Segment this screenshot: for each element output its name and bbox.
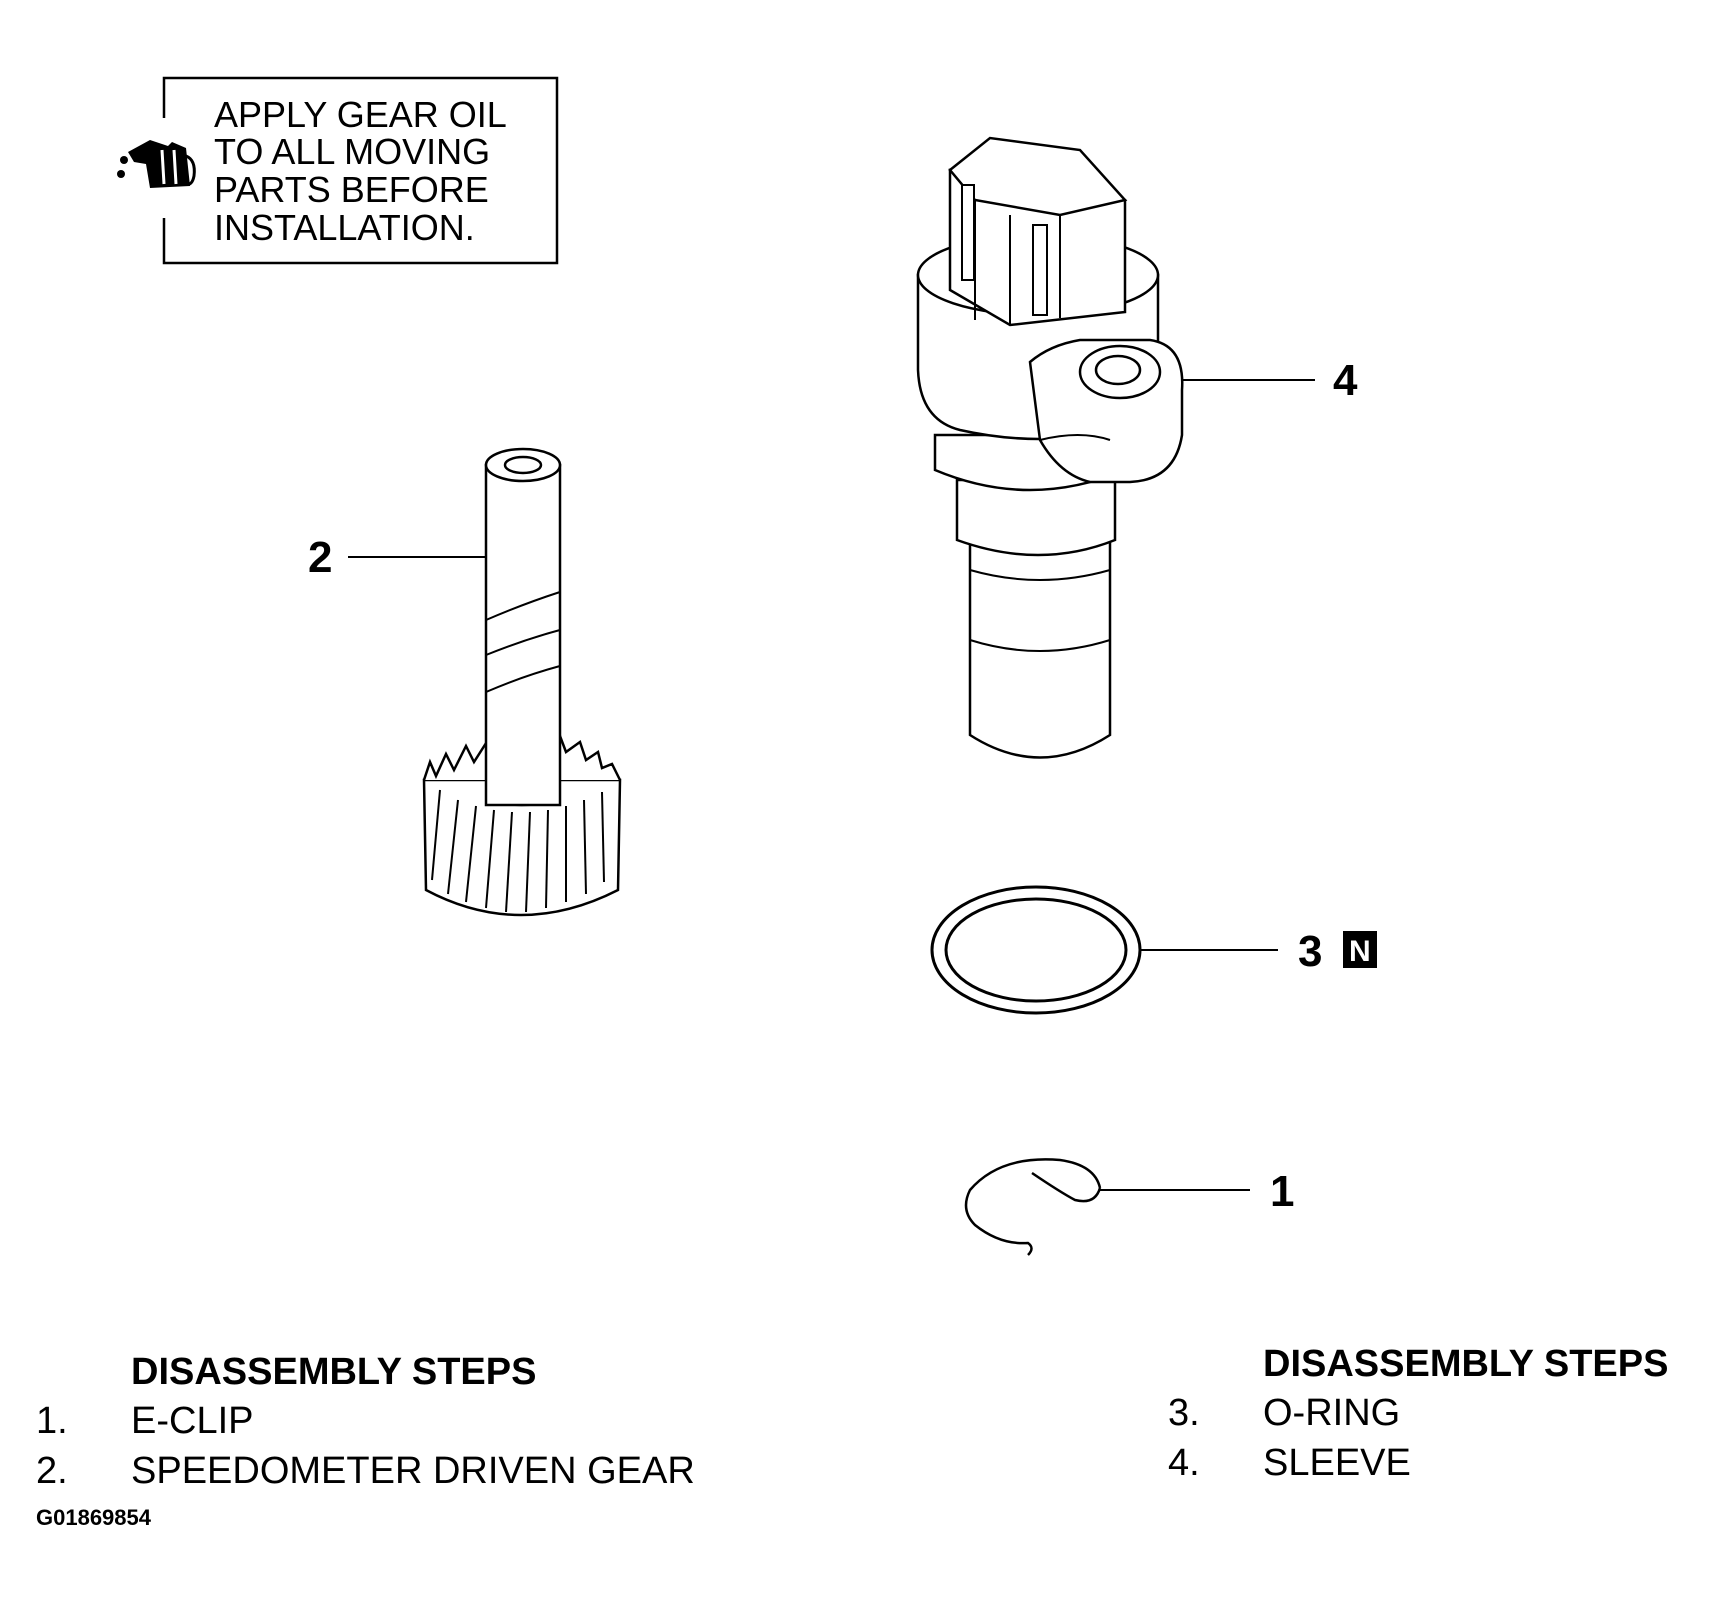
step-label: SPEEDOMETER DRIVEN GEAR [131, 1450, 695, 1492]
step-label: O-RING [1263, 1392, 1401, 1434]
speedometer-driven-gear-drawing [422, 447, 622, 917]
step-number: 2. [36, 1450, 68, 1492]
figure-id: G01869854 [36, 1505, 151, 1530]
new-part-badge-label: N [1349, 935, 1371, 968]
step-item: 4. SLEEVE [1168, 1438, 1668, 1488]
note-line-4: INSTALLATION. [214, 207, 475, 248]
note-box-frame [162, 76, 559, 265]
step-item: 3. O-RING [1168, 1388, 1668, 1438]
oil-can-icon [117, 140, 196, 188]
note-line-1: APPLY GEAR OIL [214, 94, 507, 135]
steps-heading: DISASSEMBLY STEPS [131, 1351, 537, 1393]
step-number: 1. [36, 1400, 68, 1442]
callout-3: 3 [1298, 927, 1322, 976]
step-number: 3. [1168, 1392, 1200, 1434]
note-line-2: TO ALL MOVING [214, 131, 490, 172]
steps-heading: DISASSEMBLY STEPS [1263, 1343, 1669, 1385]
step-label: E-CLIP [131, 1400, 254, 1442]
new-part-badge [1343, 931, 1377, 968]
disassembly-steps-right: DISASSEMBLY STEPS 3. O-RING 4. SLEEVE [1168, 1340, 1668, 1488]
leader-lines [348, 379, 1315, 1191]
step-number: 4. [1168, 1442, 1200, 1484]
callout-1: 1 [1270, 1167, 1294, 1216]
step-label: SLEEVE [1263, 1442, 1411, 1484]
note-line-3: PARTS BEFORE [214, 169, 489, 210]
e-clip-drawing [964, 1158, 1102, 1256]
o-ring-drawing [930, 885, 1142, 1015]
step-item: 1. E-CLIP [36, 1396, 695, 1446]
gear-oil-note: APPLY GEAR OIL TO ALL MOVING PARTS BEFOR… [117, 76, 559, 265]
callout-4: 4 [1333, 356, 1358, 405]
sleeve-drawing [916, 136, 1184, 759]
step-item: 2. SPEEDOMETER DRIVEN GEAR [36, 1446, 695, 1496]
disassembly-steps-left: DISASSEMBLY STEPS 1. E-CLIP 2. SPEEDOMET… [36, 1348, 695, 1496]
callout-2: 2 [308, 533, 332, 582]
